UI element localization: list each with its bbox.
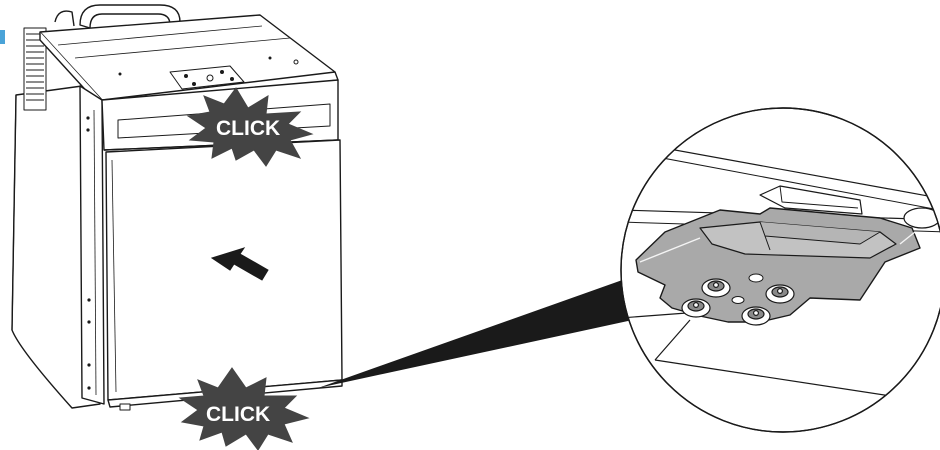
fridge-unit <box>11 4 343 411</box>
click-label-top: CLICK <box>216 117 280 140</box>
bracket-screws <box>681 278 795 326</box>
callout-leader <box>318 278 642 388</box>
top-pipe-left <box>54 10 75 27</box>
push-arrow-icon <box>210 247 269 281</box>
click-label-bottom: CLICK <box>206 403 270 426</box>
fridge-door <box>105 139 343 401</box>
magnified-detail <box>620 107 940 433</box>
click-burst-bottom: CLICK <box>178 367 310 450</box>
corner-mark <box>0 30 5 44</box>
condenser-fins <box>23 27 47 111</box>
starburst-icon <box>178 367 310 450</box>
click-burst-top: CLICK <box>186 87 314 167</box>
starburst-icon <box>186 87 314 167</box>
side-panel <box>11 85 101 409</box>
front-frame-left <box>79 85 105 405</box>
